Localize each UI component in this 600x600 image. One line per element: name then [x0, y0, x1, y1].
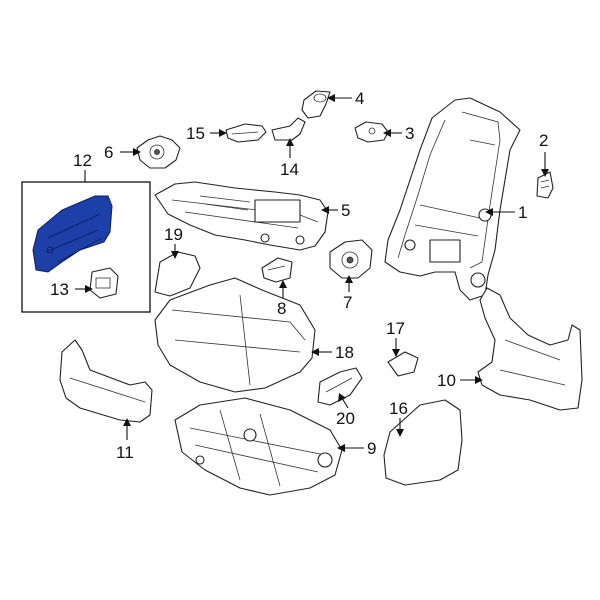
callout-17: 17	[386, 319, 405, 338]
part-9-seat-track	[174, 397, 343, 496]
callout-9: 9	[367, 439, 376, 458]
part-4-cover	[301, 90, 331, 119]
part-5-cushion-frame	[154, 181, 329, 251]
callout-7: 7	[343, 293, 352, 312]
part-19-trim	[154, 251, 201, 297]
part-11-finisher	[59, 339, 153, 423]
callout-10: 10	[437, 371, 456, 390]
callout-3: 3	[405, 124, 414, 143]
callout-labels: 1 2 3 4 5 6 7 8 9 10 11 12 13 14 15 16 1…	[50, 89, 548, 462]
part-6-motor	[136, 135, 181, 169]
callout-5: 5	[341, 201, 350, 220]
part-2-clip	[536, 171, 554, 199]
callout-2: 2	[539, 131, 548, 150]
part-12-inset-box	[21, 181, 151, 313]
callout-18: 18	[335, 343, 354, 362]
part-8-trim	[261, 257, 293, 283]
part-3-bracket	[354, 121, 389, 143]
callout-1: 1	[518, 203, 527, 222]
part-12-cover	[32, 195, 113, 273]
callout-14: 14	[280, 160, 299, 179]
part-10-side-shield	[477, 287, 583, 411]
callout-15: 15	[186, 124, 205, 143]
part-16-cover	[383, 399, 463, 486]
callout-16: 16	[389, 399, 408, 418]
part-13-switch	[89, 267, 119, 299]
part-18-tray	[154, 277, 316, 393]
callout-6: 6	[104, 143, 113, 162]
callout-12: 12	[73, 151, 92, 170]
callout-4: 4	[355, 89, 364, 108]
part-20-bracket	[317, 367, 363, 406]
callout-19: 19	[164, 225, 183, 244]
part-1-seatback-frame	[384, 97, 521, 301]
callout-8: 8	[277, 299, 286, 318]
callout-leaders	[75, 94, 549, 452]
part-15-lever	[225, 123, 267, 143]
part-7-adjuster	[329, 239, 373, 279]
callout-11: 11	[116, 443, 134, 462]
part-17-clip	[387, 351, 419, 377]
callout-20: 20	[336, 409, 355, 428]
callout-13: 13	[50, 280, 69, 299]
part-14-link	[271, 117, 306, 141]
